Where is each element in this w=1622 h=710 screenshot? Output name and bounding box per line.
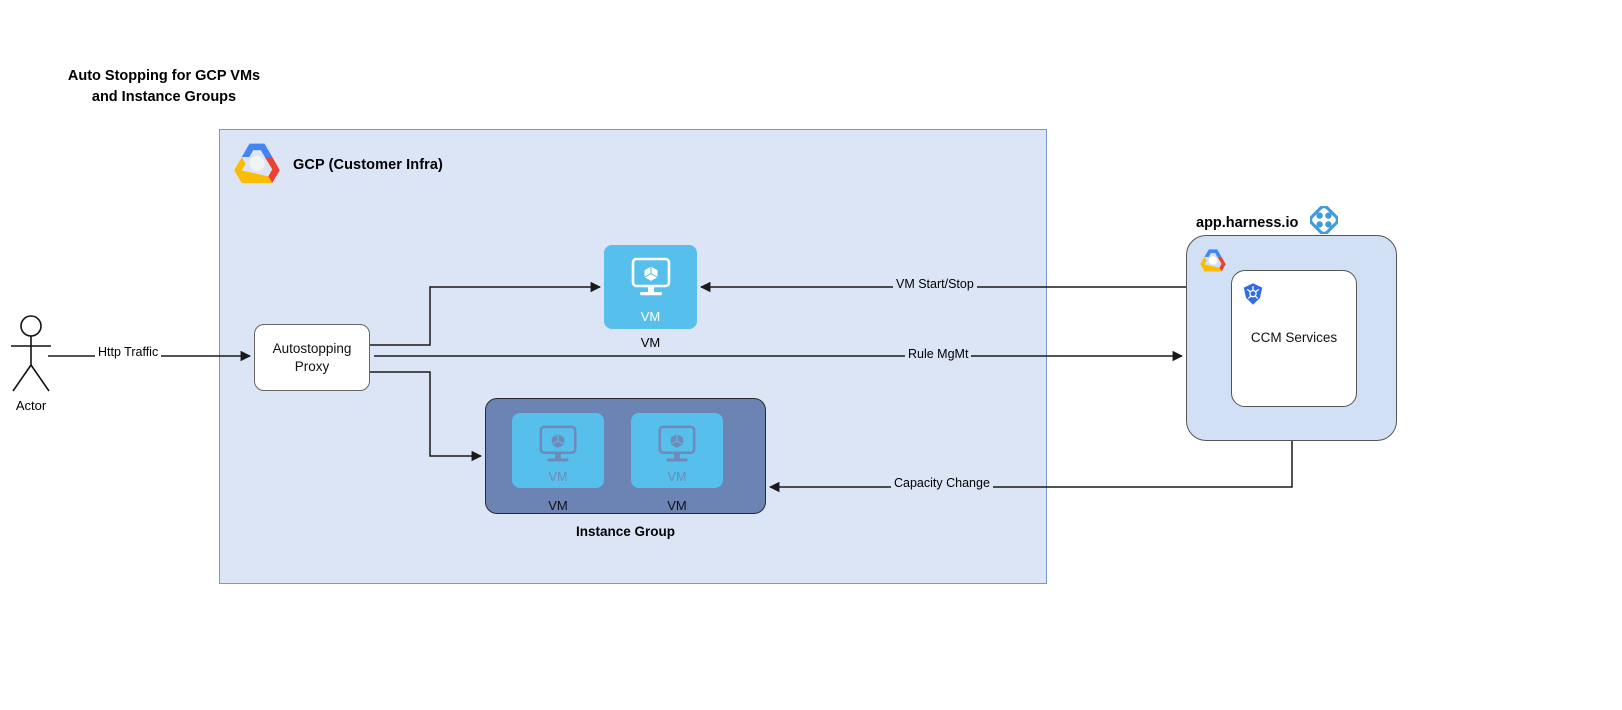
ccm-services-label: CCM Services [1250, 330, 1338, 345]
vm-node-group-2[interactable]: VM [631, 413, 723, 488]
harness-diamond-logo-icon [1309, 205, 1340, 239]
actor-label: Actor [15, 398, 47, 413]
vm-monitor-cube-icon [654, 424, 700, 473]
gcp-container-label: GCP (Customer Infra) [293, 157, 443, 173]
vm-node-group-1[interactable]: VM [512, 413, 604, 488]
vm-monitor-cube-icon [535, 424, 581, 473]
page-title: Auto Stopping for GCP VMs and Instance G… [67, 68, 261, 106]
edge-label-rule-mgmt: Rule MgMt [905, 347, 972, 361]
vm-group-2-caption: VM [667, 498, 687, 513]
vm-inner-label: VM [640, 309, 661, 324]
harness-url-label: app.harness.io [1196, 214, 1299, 231]
vm-group-1-caption: VM [548, 498, 568, 513]
edge-label-http-traffic: Http Traffic [95, 345, 162, 359]
kubernetes-helm-wheel-icon [1241, 282, 1265, 311]
autostopping-proxy-node[interactable]: Autostopping Proxy [254, 324, 370, 391]
vm-monitor-cube-icon [627, 256, 675, 307]
gcp-container-header: GCP (Customer Infra) [232, 140, 443, 190]
gcp-logo-icon [232, 140, 282, 190]
vm-inner-label: VM [667, 470, 687, 484]
actor-figure [3, 315, 59, 393]
harness-header: app.harness.io [1196, 205, 1340, 239]
instance-group-caption: Instance Group [575, 524, 675, 539]
vm-inner-label: VM [548, 470, 568, 484]
gcp-logo-icon [1199, 247, 1227, 278]
edge-label-vm-start-stop: VM Start/Stop [893, 277, 977, 291]
edge-label-capacity-change: Capacity Change [891, 476, 993, 490]
vm-node-standalone[interactable]: VM [604, 245, 697, 329]
vm-standalone-caption: VM [640, 335, 661, 350]
